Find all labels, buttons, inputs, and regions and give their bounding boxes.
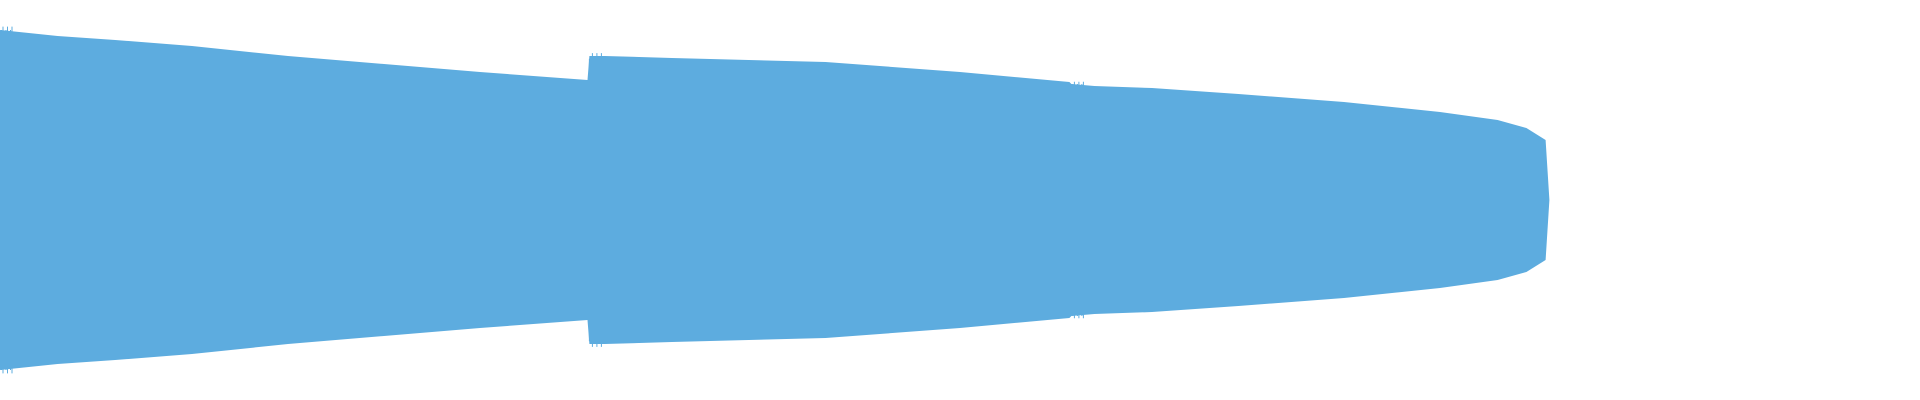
waveform-transients (0, 26, 1086, 374)
waveform-body (0, 30, 1550, 370)
